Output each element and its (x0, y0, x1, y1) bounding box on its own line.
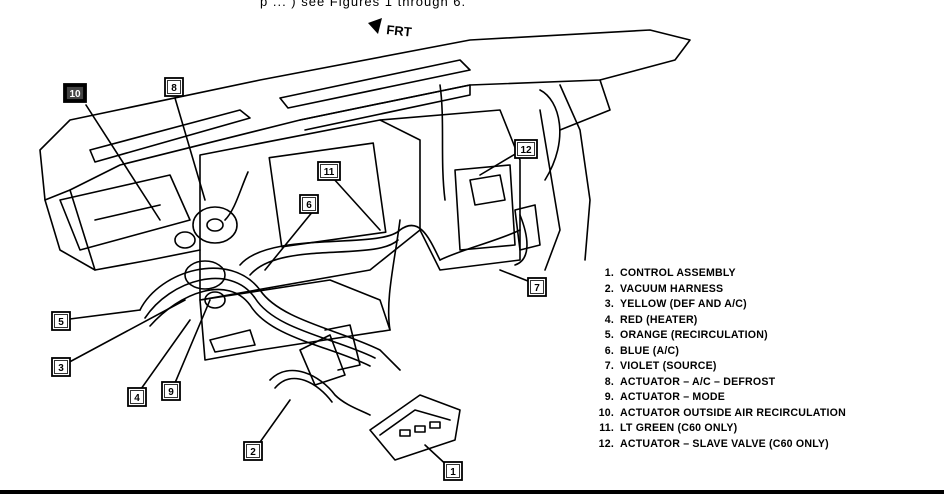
legend-item: 5.ORANGE (RECIRCULATION) (604, 329, 768, 341)
legend-item: 10.ACTUATOR OUTSIDE AIR RECIRCULATION (598, 406, 846, 419)
callout-label: 3 (58, 363, 64, 374)
case-window (268, 142, 387, 248)
callout-2: 2 (243, 441, 263, 461)
callout-3: 3 (51, 357, 71, 377)
callout-label: 7 (534, 283, 540, 294)
actuator-12 (469, 174, 506, 206)
callout-4: 4 (127, 387, 147, 407)
legend-item: 3.YELLOW (DEF AND A/C) (604, 298, 747, 310)
control-assembly (369, 394, 461, 461)
callout-label: 5 (58, 317, 64, 328)
dashboard-outline (39, 29, 691, 201)
legend-item: 11.LT GREEN (C60 ONLY) (599, 422, 738, 434)
vacuum-hose-a (139, 267, 401, 371)
legend-item: 9.ACTUATOR – MODE (604, 391, 726, 403)
cut-off-caption: p ... ) see Figures 1 through 6. (260, 0, 467, 9)
callout-label: 2 (250, 447, 256, 458)
callout-11: 11 (317, 161, 341, 181)
front-direction-indicator: FRT (368, 18, 412, 40)
callout-label: 4 (134, 393, 140, 404)
callout-6: 6 (299, 194, 319, 214)
defroster-duct-left (89, 109, 251, 163)
actuator-9 (184, 260, 226, 290)
legend-item: 12.ACTUATOR – SLAVE VALVE (C60 ONLY) (598, 437, 829, 450)
callout-label: 9 (168, 387, 174, 398)
callout-12: 12 (514, 139, 538, 159)
vacuum-harness (269, 369, 371, 416)
callout-5: 5 (51, 311, 71, 331)
legend-item: 2.VACUUM HARNESS (604, 282, 724, 295)
legend-item: 1.CONTROL ASSEMBLY (604, 267, 736, 279)
callout-8: 8 (164, 77, 184, 97)
legend-item: 8.ACTUATOR – A/C – DEFROST (604, 375, 776, 388)
frt-label: FRT (386, 22, 413, 40)
callout-label: 8 (171, 83, 177, 94)
callout-7: 7 (527, 277, 547, 297)
callout-label: 6 (306, 200, 312, 211)
defroster-duct-right (279, 59, 471, 109)
legend-item: 4.RED (HEATER) (604, 313, 698, 326)
legend-list: 1.CONTROL ASSEMBLY 2.VACUUM HARNESS 3.YE… (588, 266, 846, 452)
legend-item: 7.VIOLET (SOURCE) (604, 360, 717, 372)
arrow-icon (368, 18, 382, 34)
actuator-10 (174, 231, 196, 249)
bottom-rule (0, 490, 944, 494)
callout-label: 12 (520, 145, 532, 156)
callout-10: 10 (63, 83, 87, 103)
callout-9: 9 (161, 381, 181, 401)
callout-label: 1 (450, 467, 456, 478)
callout-label: 11 (324, 167, 335, 178)
legend-item: 6.BLUE (A/C) (604, 344, 680, 357)
callout-1: 1 (443, 461, 463, 481)
actuator-8 (192, 206, 238, 244)
callout-label: 10 (69, 89, 81, 100)
